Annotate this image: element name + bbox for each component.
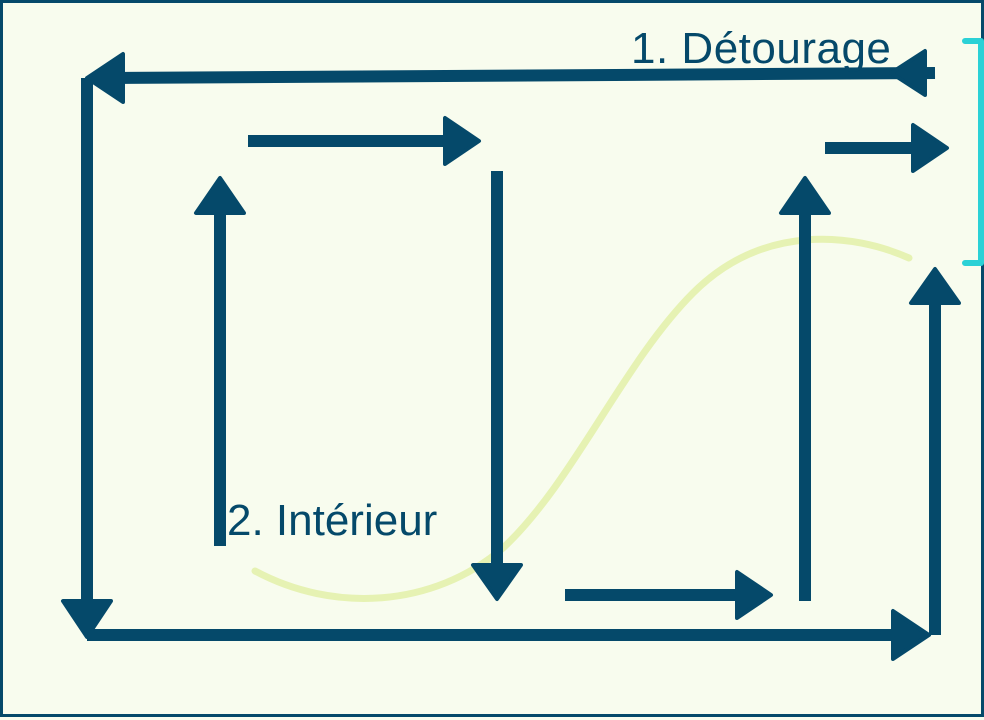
step2-label: 2. Intérieur xyxy=(227,496,438,545)
outer-top-right-arrowhead xyxy=(889,49,927,97)
inner-right-2-arrowhead xyxy=(735,570,773,620)
inner-up-2-arrowhead xyxy=(779,176,831,215)
detourage-bracket xyxy=(962,38,984,266)
background-curve xyxy=(251,235,913,602)
inner-right-1-arrowhead xyxy=(443,116,481,166)
exit-right-arrowhead xyxy=(911,123,949,173)
outer-left-down-arrowhead xyxy=(61,599,113,639)
outer-top-line xyxy=(114,67,936,84)
inner-down-arrowhead xyxy=(471,563,523,601)
step1-label: 1. Détourage xyxy=(631,24,892,73)
outer-right-up-arrowhead xyxy=(909,267,961,305)
path-diagram xyxy=(61,38,984,661)
outer-bottom-right-arrowhead xyxy=(891,609,931,661)
outer-top-left-arrowhead xyxy=(85,52,125,104)
inner-up-1-arrowhead xyxy=(194,176,246,215)
